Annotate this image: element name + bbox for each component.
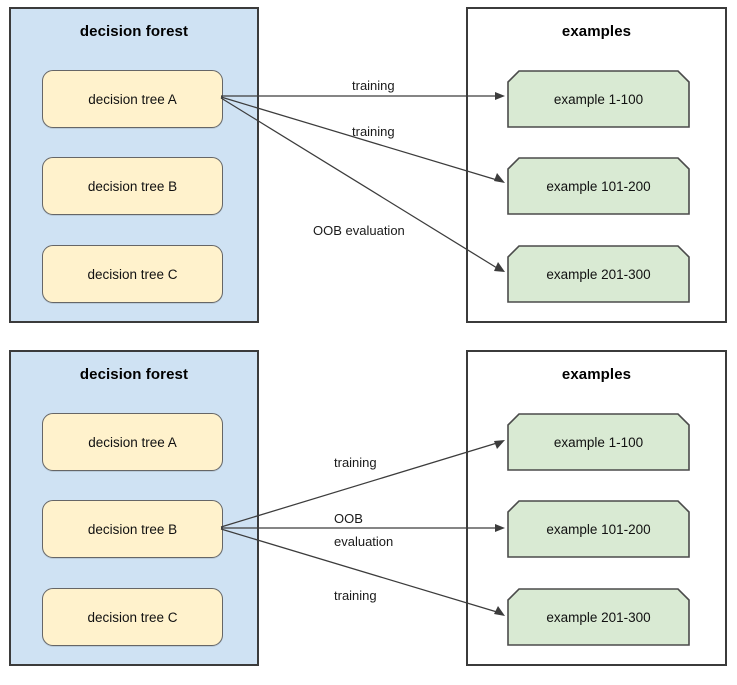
edge-label-training-1-bottom: training <box>334 455 377 470</box>
decision-forest-panel-top: decision forest decision tree A decision… <box>9 7 259 323</box>
example-box-3-bottom[interactable]: example 201-300 <box>507 588 690 646</box>
tree-box-label: decision tree A <box>88 91 177 107</box>
tree-box-b-bottom[interactable]: decision tree B <box>42 500 223 558</box>
edge-label-oob-bottom: OOB <box>334 511 363 526</box>
tree-box-a-top[interactable]: decision tree A <box>42 70 223 128</box>
tree-box-label: decision tree C <box>87 609 178 625</box>
tree-box-c-bottom[interactable]: decision tree C <box>42 588 223 646</box>
examples-panel-top: examples example 1-100 example 101-200 e… <box>466 7 727 323</box>
tree-box-b-top[interactable]: decision tree B <box>42 157 223 215</box>
edge-label-training-1-top: training <box>352 78 395 93</box>
tree-box-c-top[interactable]: decision tree C <box>42 245 223 303</box>
example-box-shape <box>507 245 690 303</box>
example-box-shape <box>507 70 690 128</box>
example-box-shape <box>507 413 690 471</box>
example-box-shape <box>507 500 690 558</box>
example-box-shape <box>507 157 690 215</box>
example-box-label: example 1-100 <box>553 91 644 107</box>
example-box-label: example 101-200 <box>546 521 651 537</box>
tree-box-label: decision tree A <box>88 434 177 450</box>
example-box-label: example 201-300 <box>546 266 651 282</box>
edge-label-evaluation-bottom: evaluation <box>334 534 394 549</box>
example-box-label: example 1-100 <box>553 434 644 450</box>
examples-title-bottom: examples <box>561 366 632 383</box>
edge-oob-evaluation-bottom <box>221 524 505 532</box>
tree-box-label: decision tree B <box>87 521 178 537</box>
edge-training-1-top <box>221 92 505 100</box>
decision-forest-title-top: decision forest <box>79 23 189 40</box>
diagram-bottom: decision forest decision tree A decision… <box>0 343 737 685</box>
example-box-1-bottom[interactable]: example 1-100 <box>507 413 690 471</box>
example-box-2-top[interactable]: example 101-200 <box>507 157 690 215</box>
edge-training-2-top <box>220 96 505 183</box>
edge-label-training-2-top: training <box>352 124 395 139</box>
example-box-shape <box>507 588 690 646</box>
edge-label-training-2-bottom: training <box>334 588 377 603</box>
examples-panel-bottom: examples example 1-100 example 101-200 e… <box>466 350 727 666</box>
example-box-label: example 201-300 <box>546 609 651 625</box>
edge-label-oob-evaluation-top: OOB evaluation <box>313 223 405 238</box>
decision-forest-title-bottom: decision forest <box>79 366 189 383</box>
examples-title-top: examples <box>561 23 632 40</box>
tree-box-label: decision tree C <box>87 266 178 282</box>
decision-forest-panel-bottom: decision forest decision tree A decision… <box>9 350 259 666</box>
diagram-top: decision forest decision tree A decision… <box>0 0 737 342</box>
tree-box-label: decision tree B <box>87 178 178 194</box>
example-box-3-top[interactable]: example 201-300 <box>507 245 690 303</box>
example-box-label: example 101-200 <box>546 178 651 194</box>
tree-box-a-bottom[interactable]: decision tree A <box>42 413 223 471</box>
edge-training-1-bottom <box>220 440 505 528</box>
example-box-1-top[interactable]: example 1-100 <box>507 70 690 128</box>
example-box-2-bottom[interactable]: example 101-200 <box>507 500 690 558</box>
